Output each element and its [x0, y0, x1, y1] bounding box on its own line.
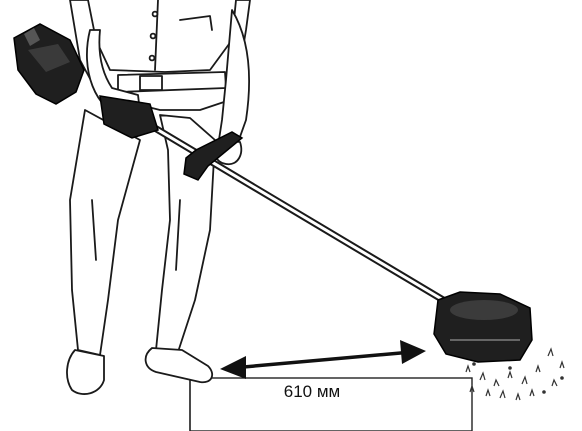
string-trimmer-icon	[13, 23, 533, 363]
dimension-label: 610 мм	[283, 382, 341, 401]
ground-block	[189, 377, 473, 431]
grass-clippings-icon	[465, 347, 565, 401]
double-arrow-icon	[220, 340, 426, 379]
person-icon	[66, 0, 251, 395]
